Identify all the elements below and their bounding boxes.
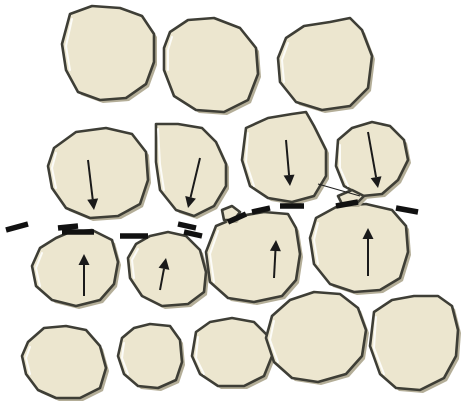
grain [206,212,303,305]
grain-body [242,112,326,202]
grain [128,232,209,309]
grain-body [310,204,408,292]
grain [242,112,329,205]
grain-body [48,128,148,218]
grain-body [22,326,106,398]
slip-plane-dash [58,226,78,228]
grain-body [62,6,154,100]
grain [62,6,157,103]
grain-body [278,18,372,110]
grain [278,18,375,113]
slip-plane-dash [252,208,270,212]
grain [266,292,369,385]
grain-body [192,318,272,386]
slip-plane-dash [178,224,196,228]
grain [156,124,229,219]
grain-body [118,324,182,388]
grain [48,128,151,221]
grain [370,296,461,393]
slip-plane-dash [396,208,418,212]
grains-layer [22,6,461,401]
grain [192,318,275,389]
grain-body [32,230,118,306]
grain-body [370,296,458,390]
grain [32,230,121,309]
slip-plane-dash [184,232,202,236]
grain-body [164,18,258,112]
grain [310,204,411,295]
grain [118,324,185,391]
slip-plane-dash [6,224,28,230]
arrow-shaft [274,251,275,278]
grain [22,326,109,401]
grain [164,18,261,115]
grain-body [266,292,366,382]
grain-body [206,212,300,302]
